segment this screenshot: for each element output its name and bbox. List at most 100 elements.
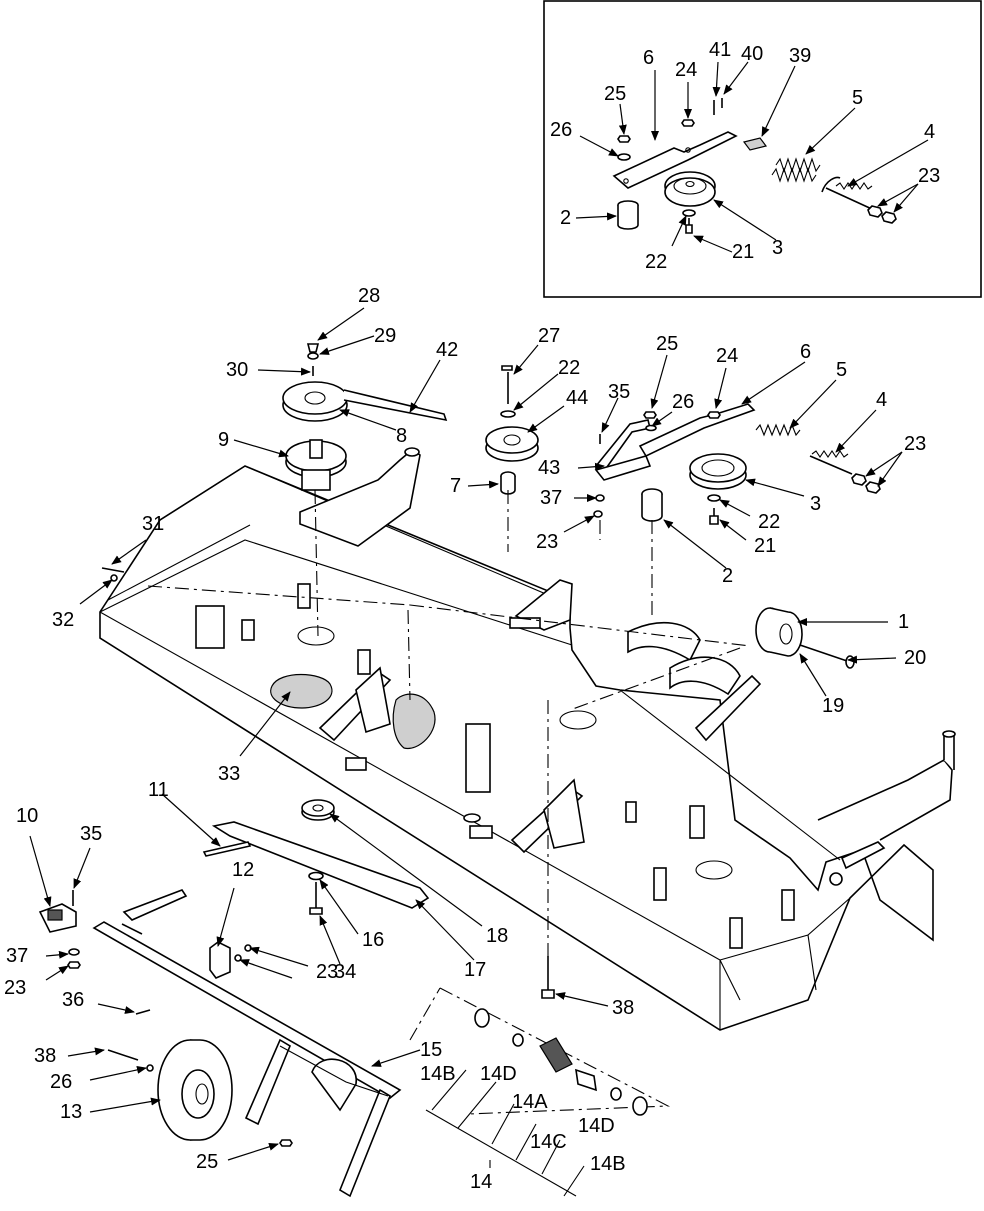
inset-nut-23b (881, 211, 897, 224)
callout-4a: 4 (876, 389, 887, 411)
mower-deck (99, 447, 956, 1031)
callout-37b: 37 (6, 945, 28, 967)
callout-inset-6: 6 (643, 47, 654, 69)
callout-inset-22: 22 (645, 251, 667, 273)
callout-14: 14 (470, 1171, 492, 1193)
callout-inset-39: 39 (789, 45, 811, 67)
callout-5a: 5 (836, 359, 847, 381)
inset-washer-22 (682, 209, 696, 217)
lower-parts (38, 799, 671, 1198)
callout-18: 18 (486, 925, 508, 947)
callout-17: 17 (464, 959, 486, 981)
callout-inset-3: 3 (772, 237, 783, 259)
callout-8: 8 (396, 425, 407, 447)
callout-2a: 2 (722, 565, 733, 587)
callout-inset-23: 23 (918, 165, 940, 187)
callout-44: 44 (566, 387, 588, 409)
callout-36: 36 (62, 989, 84, 1011)
callout-23c: 23 (4, 977, 26, 999)
callout-27: 27 (538, 325, 560, 347)
inset-nut-23a (867, 205, 883, 218)
callout-37a: 37 (540, 487, 562, 509)
bar-11 (202, 841, 252, 857)
caster-wheel (157, 1039, 233, 1141)
callout-35b: 35 (80, 823, 102, 845)
callout-inset-26: 26 (550, 119, 572, 141)
callout-1: 1 (898, 611, 909, 633)
callout-25b: 25 (196, 1151, 218, 1173)
callout-inset-5: 5 (852, 87, 863, 109)
blade-hub-18 (301, 799, 335, 821)
callout-26a: 26 (672, 391, 694, 413)
roller-axle (799, 644, 851, 663)
callout-21a: 21 (754, 535, 776, 557)
callout-11: 11 (148, 779, 169, 801)
spacer-tube-2 (641, 488, 663, 522)
inset-callouts: 6 24 41 40 39 25 26 5 4 23 2 22 21 3 (550, 39, 940, 273)
callout-inset-2: 2 (560, 207, 571, 229)
callout-15: 15 (420, 1039, 442, 1061)
spindle-assembly (285, 439, 347, 491)
callout-24a: 24 (716, 345, 738, 367)
inset-detail (543, 0, 982, 298)
callout-14A: 14A (512, 1091, 548, 1113)
callout-43: 43 (538, 457, 560, 479)
inset-nut-24 (681, 119, 695, 127)
deck-roller (755, 607, 803, 657)
callout-35a: 35 (608, 381, 630, 403)
inset-bolt-21 (685, 218, 693, 234)
spring-5 (755, 423, 801, 437)
callout-19: 19 (822, 695, 844, 717)
callout-20: 20 (904, 647, 926, 669)
inset-bracket (742, 137, 768, 151)
callout-14B-b: 14B (590, 1153, 626, 1175)
callout-26b: 26 (50, 1071, 72, 1093)
callout-34: 34 (334, 961, 356, 983)
callout-inset-25: 25 (604, 83, 626, 105)
drive-pulley (282, 381, 348, 422)
callout-29: 29 (374, 325, 396, 347)
callout-22a: 22 (558, 357, 580, 379)
callout-23b: 23 (904, 433, 926, 455)
callout-14B-a: 14B (420, 1063, 456, 1085)
group-14-tree (425, 1069, 585, 1197)
blade-17 (211, 821, 430, 909)
callout-14D-b: 14D (578, 1115, 615, 1137)
callout-9: 9 (218, 429, 229, 451)
inset-idler-arm (612, 131, 738, 189)
inset-washer-26 (617, 153, 631, 161)
callout-13: 13 (60, 1101, 82, 1123)
callout-25a: 25 (656, 333, 678, 355)
spacer-7 (500, 471, 516, 495)
callout-23d: 23 (316, 961, 338, 983)
callout-23a: 23 (536, 531, 558, 553)
callout-31: 31 (142, 513, 164, 535)
top-assemblies (101, 343, 881, 582)
assembly-centerlines (147, 489, 751, 960)
callout-3a: 3 (810, 493, 821, 515)
inset-pulley (664, 171, 716, 207)
inset-springs (771, 157, 821, 183)
clamp-12 (209, 941, 231, 979)
callout-inset-21: 21 (732, 241, 754, 263)
belt-guide-42 (343, 389, 448, 422)
callout-28: 28 (358, 285, 380, 307)
callout-14D-a: 14D (480, 1063, 517, 1085)
idler-pulley-44 (485, 426, 539, 462)
inset-nut-25 (617, 135, 631, 143)
callout-30: 30 (226, 359, 248, 381)
callout-38b: 38 (612, 997, 634, 1019)
idler-pulley-3 (689, 453, 747, 490)
callout-inset-24: 24 (675, 59, 697, 81)
callout-inset-40: 40 (741, 43, 763, 65)
callout-7: 7 (450, 475, 461, 497)
callout-6a: 6 (800, 341, 811, 363)
callout-38a: 38 (34, 1045, 56, 1067)
inset-spacer-tube (617, 200, 639, 230)
inset-border (543, 0, 982, 298)
inset-rod (821, 176, 875, 211)
callout-22b: 22 (758, 511, 780, 533)
caster-arm (92, 889, 402, 1198)
